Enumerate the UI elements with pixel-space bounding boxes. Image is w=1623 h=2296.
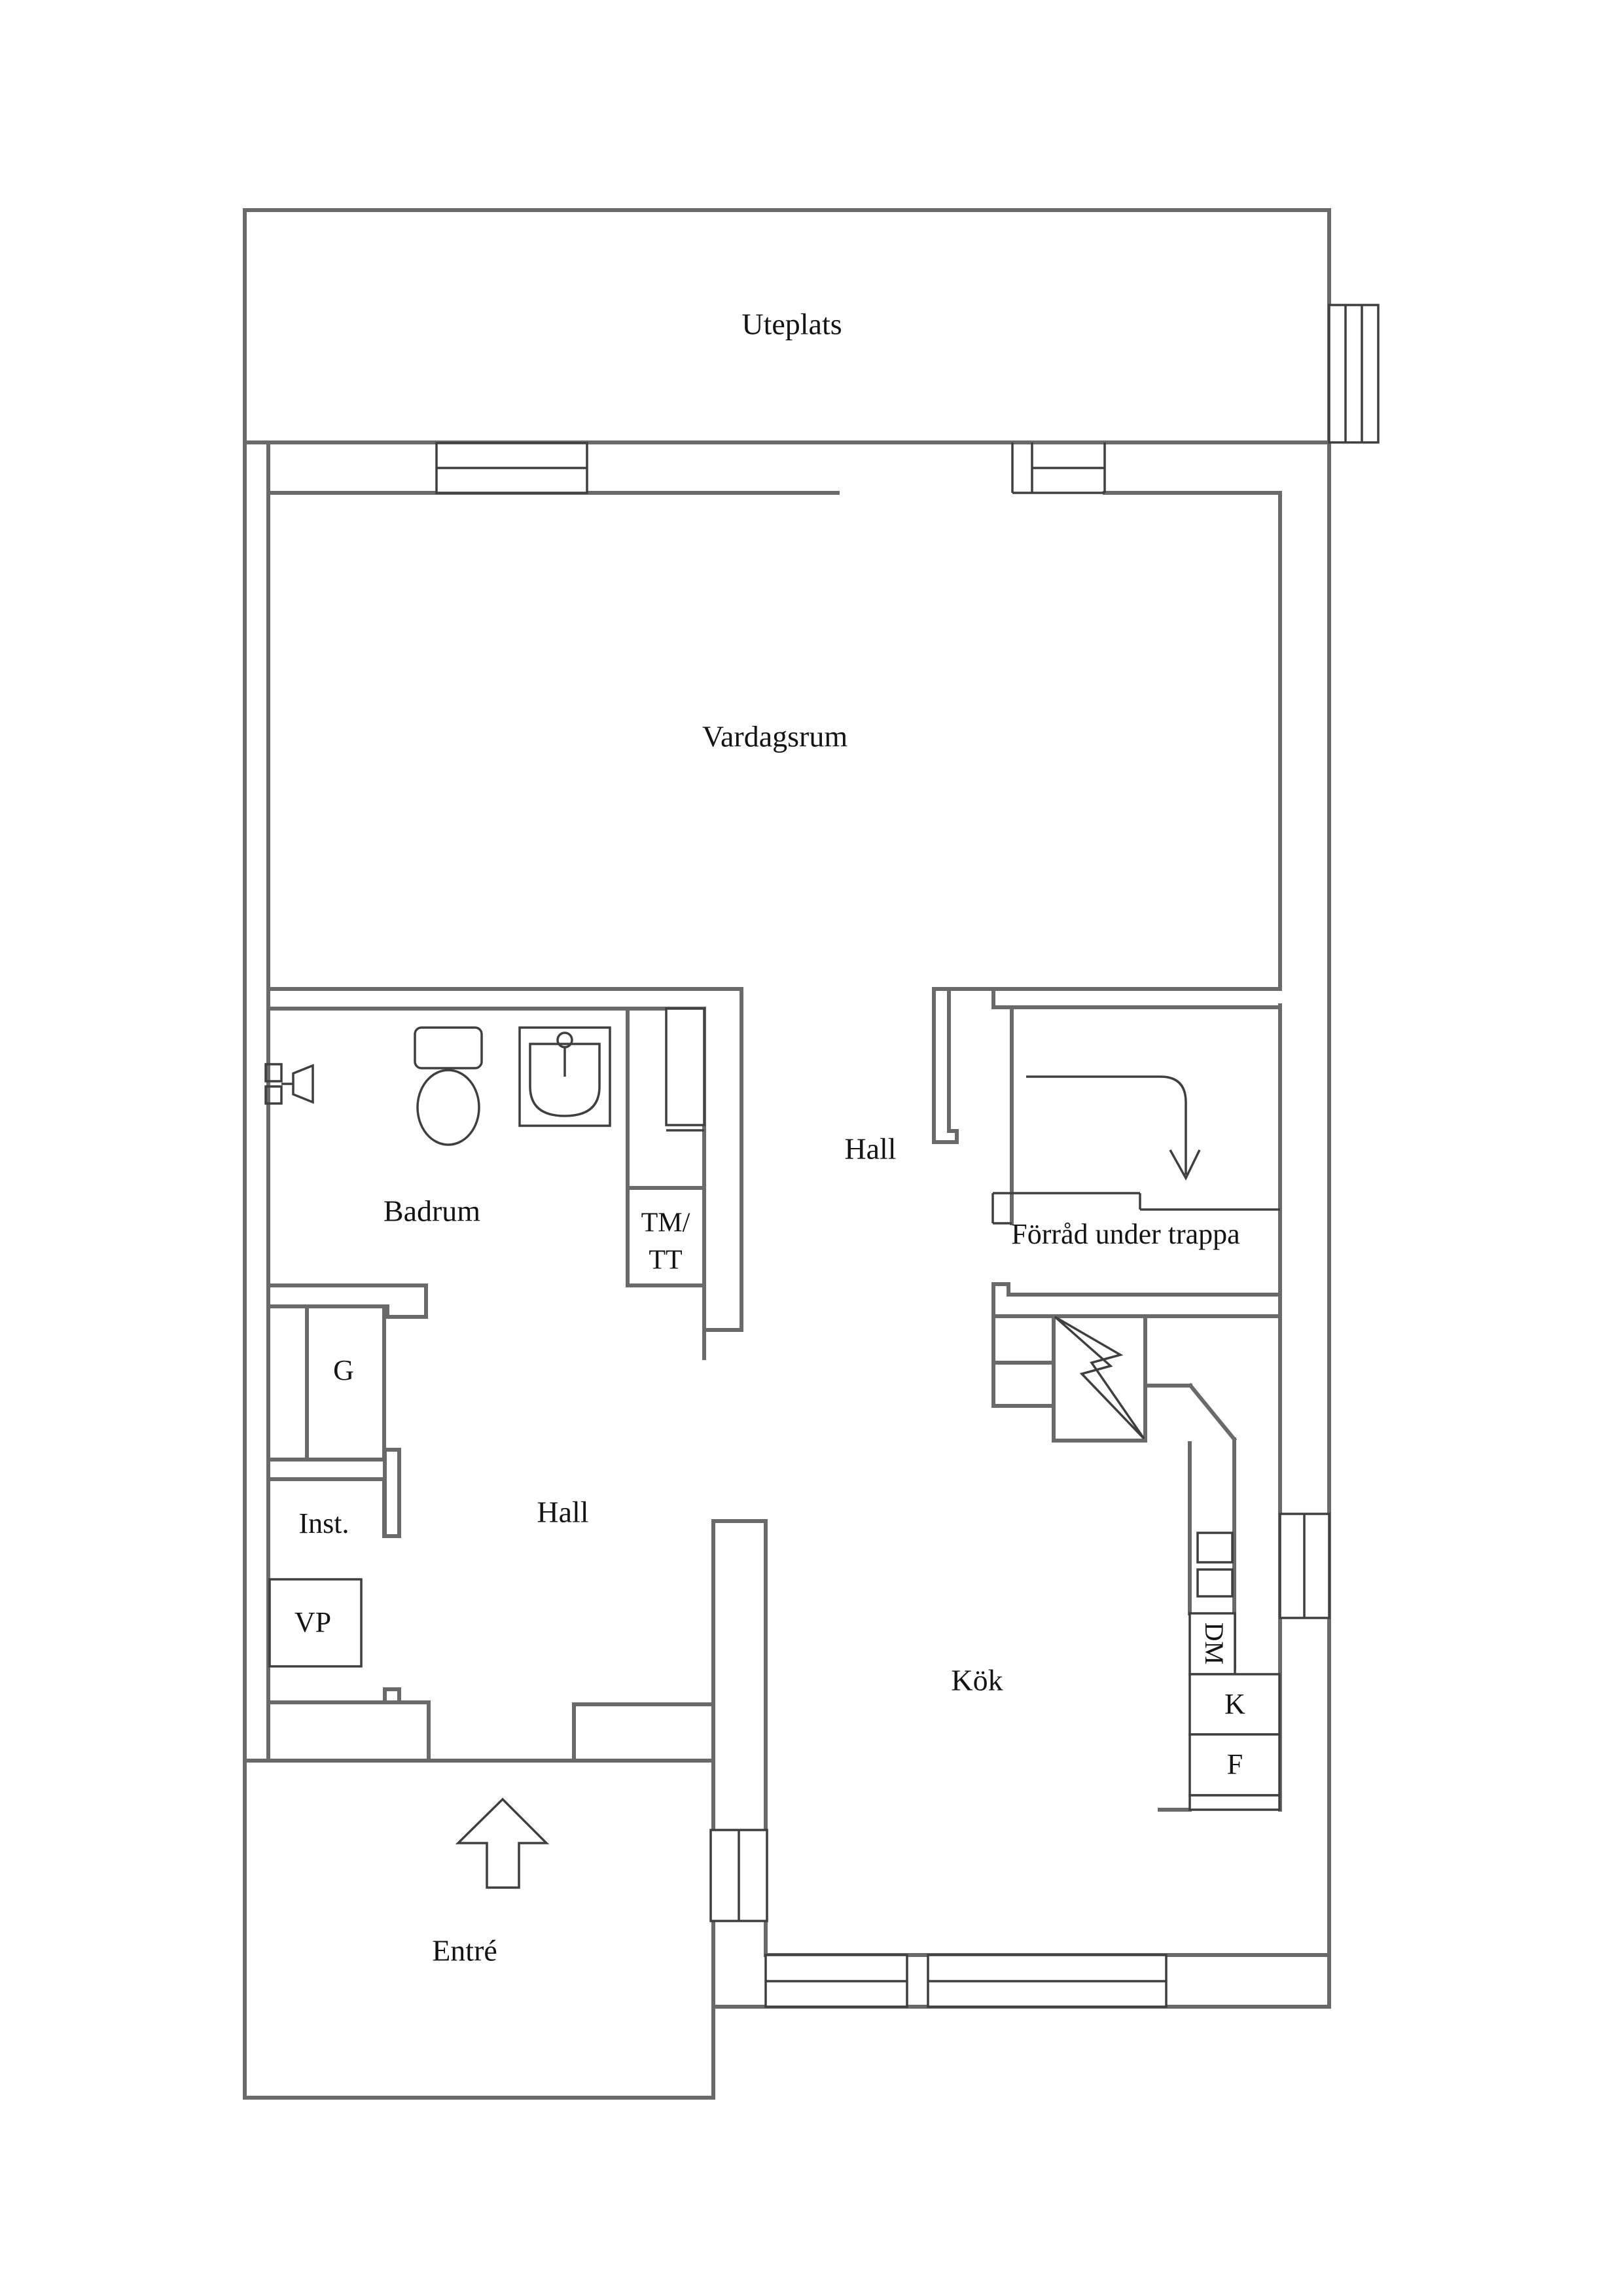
detail-line — [264, 1063, 283, 1083]
cab-drawer-2 — [1196, 1568, 1234, 1598]
room-label-hall-lower: Hall — [537, 1496, 588, 1529]
room-label-hall-upper: Hall — [844, 1132, 896, 1166]
room-label-dm: DM — [1200, 1623, 1229, 1664]
room-label-f: F — [1227, 1748, 1243, 1780]
wall-segment — [1187, 1382, 1238, 1443]
room-label-tt: TT — [649, 1246, 682, 1276]
room-label-uteplats: Uteplats — [741, 308, 842, 341]
room-label-entre: Entré — [432, 1934, 497, 1967]
cab-thin — [1188, 1794, 1281, 1811]
duct-box — [665, 1007, 705, 1126]
room-label-badrum: Badrum — [383, 1194, 480, 1228]
detail-line — [1169, 1149, 1201, 1181]
room-label-kok: Kök — [951, 1664, 1003, 1697]
fixtures-layer — [414, 1026, 483, 1146]
detail-line — [1026, 1075, 1187, 1175]
vp-box — [268, 1578, 363, 1668]
room-label-forrad: Förråd under trappa — [1011, 1218, 1240, 1250]
room-label-tm: TM/ — [641, 1208, 690, 1238]
room-label-vp: VP — [294, 1606, 331, 1638]
toilet-tank-icon — [414, 1026, 483, 1069]
toilet-bowl-icon — [416, 1069, 480, 1146]
room-label-k: K — [1224, 1688, 1245, 1720]
cab-k — [1188, 1673, 1281, 1736]
room-label-vardagsrum: Vardagsrum — [702, 720, 847, 753]
cab-dm — [1188, 1612, 1236, 1676]
room-label-inst: Inst. — [299, 1507, 349, 1539]
room-label-g: G — [333, 1354, 354, 1386]
hatch-box — [1328, 304, 1380, 444]
detail-line — [556, 1031, 573, 1049]
detail-line — [529, 1043, 601, 1117]
detail-line — [264, 1085, 283, 1105]
details-layer — [264, 305, 1363, 1982]
detail-line — [1054, 1316, 1145, 1440]
walls-layer — [243, 208, 1331, 2100]
detail-line — [455, 1797, 550, 1889]
detail-line — [292, 1064, 314, 1104]
cab-drawer-1 — [1196, 1532, 1234, 1564]
